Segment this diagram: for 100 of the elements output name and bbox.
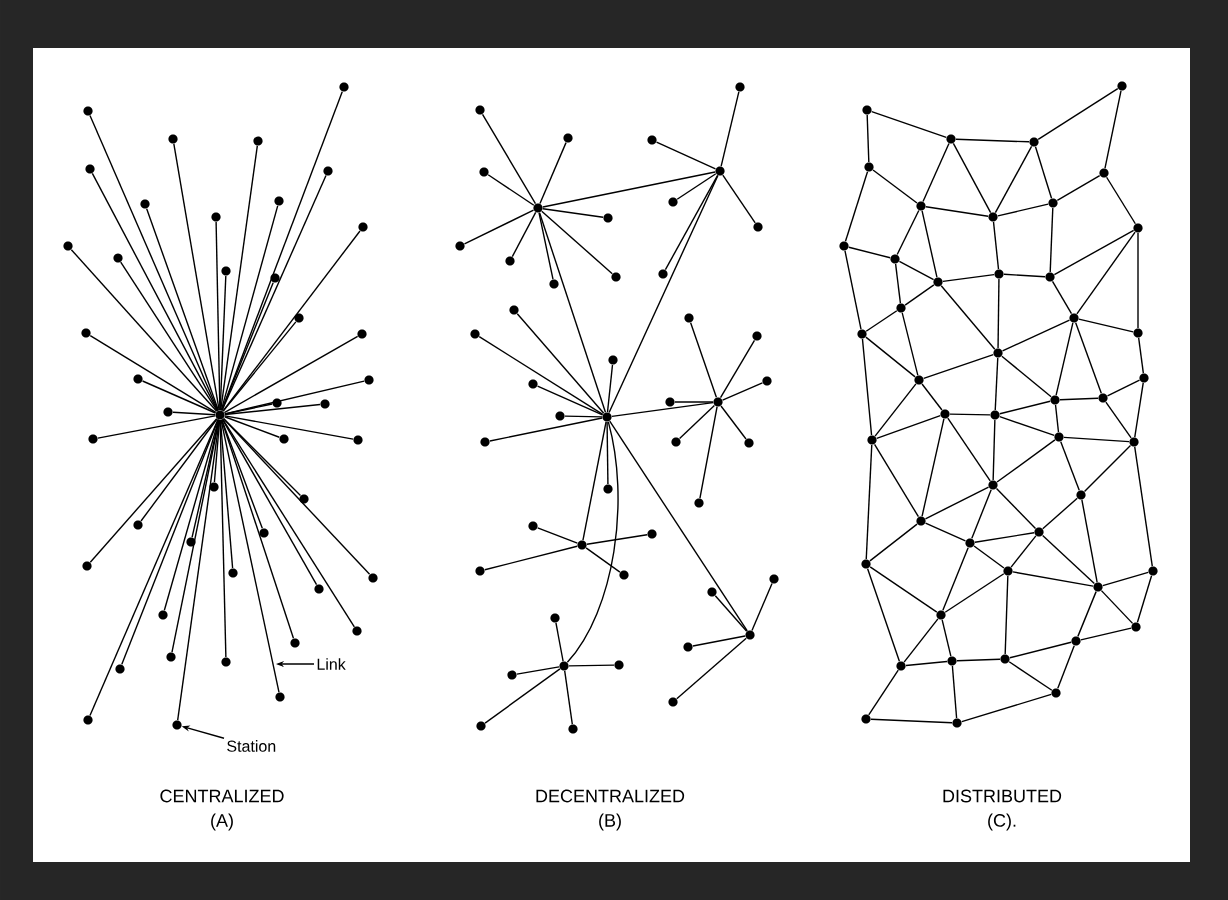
link-line [1137, 337, 1145, 374]
link-line [674, 401, 714, 403]
link-line [1010, 535, 1037, 568]
link-line [484, 668, 561, 724]
link-line [868, 669, 899, 716]
link-line [1004, 575, 1009, 655]
link-line [1042, 497, 1078, 530]
link-line [1053, 229, 1135, 276]
link-line [220, 205, 279, 411]
link-line [940, 285, 996, 350]
link-line [1081, 499, 1098, 583]
link-line [941, 619, 952, 657]
link-line [1102, 571, 1149, 587]
link-line [869, 566, 938, 613]
link-line [714, 595, 748, 632]
link-line [606, 364, 614, 413]
link-line [951, 665, 958, 719]
link-line [1078, 318, 1134, 333]
link-line [146, 208, 220, 411]
link-line [992, 221, 1000, 270]
link-line [120, 261, 218, 412]
link-line [97, 415, 216, 439]
link-line [224, 416, 281, 438]
link-line [925, 206, 989, 217]
link-line [215, 221, 221, 411]
link-line [487, 174, 535, 206]
link-line [995, 487, 1037, 530]
link-line [220, 419, 295, 639]
link-line [866, 568, 901, 662]
link-line [1001, 319, 1071, 352]
link-line [484, 545, 578, 571]
link-line [542, 208, 604, 218]
link-line [722, 174, 756, 224]
link-line [70, 249, 218, 412]
link-line [974, 532, 1035, 543]
link-line [1054, 404, 1060, 433]
link-line [655, 141, 717, 170]
link-line [585, 547, 621, 573]
link-line [536, 385, 604, 416]
link-line [678, 404, 716, 440]
link-line [536, 527, 579, 544]
link-line [89, 334, 217, 414]
link-line [921, 383, 943, 411]
link-line [1104, 90, 1122, 169]
link-line [224, 403, 273, 415]
link-line [865, 310, 898, 332]
link-line [1134, 382, 1144, 438]
link-line [922, 142, 950, 203]
link-line [865, 444, 873, 560]
link-line [542, 171, 716, 208]
link-line [1083, 444, 1132, 493]
link-line [538, 212, 607, 413]
link-line [949, 413, 991, 416]
link-line [1106, 379, 1141, 397]
link-line [973, 545, 1005, 569]
link-line [901, 312, 919, 376]
link-line [1060, 440, 1080, 491]
link-line [699, 406, 718, 499]
link-line [1076, 231, 1136, 315]
link-line [844, 171, 869, 242]
link-line [140, 418, 218, 522]
link-line [1134, 446, 1153, 567]
link-line [898, 260, 935, 281]
panel-letter: (C). [988, 813, 1016, 831]
link-line [944, 573, 1005, 613]
link-line [1041, 534, 1096, 585]
link-line [896, 209, 920, 256]
link-line [1059, 397, 1099, 401]
link-line [992, 419, 996, 481]
link-line [1057, 644, 1075, 690]
link-line [1049, 207, 1054, 273]
link-line [538, 212, 554, 280]
link-line [894, 263, 902, 304]
link-line [89, 418, 219, 717]
link-line [924, 522, 967, 542]
link-line [172, 411, 216, 416]
link-line [1136, 575, 1153, 623]
link-line [955, 138, 1030, 143]
link-line [923, 353, 994, 380]
link-line [222, 321, 297, 412]
link-line [999, 415, 1055, 437]
link-line [1008, 661, 1053, 691]
link-line [664, 174, 719, 271]
link-line [676, 637, 747, 700]
link-line [905, 660, 948, 667]
link-line [720, 91, 740, 167]
link-line [1051, 280, 1073, 315]
link-line [999, 400, 1051, 415]
link-line [220, 419, 280, 693]
link-line [871, 110, 947, 139]
link-line [1037, 88, 1119, 140]
panel-caption: DISTRIBUTED [943, 789, 1062, 803]
link-line [223, 335, 359, 414]
link-line [844, 250, 862, 330]
link-line [121, 418, 219, 666]
link-line [516, 313, 605, 414]
link-line [489, 417, 603, 442]
link-line [222, 418, 356, 628]
link-line [971, 488, 992, 540]
link-line [1105, 401, 1132, 439]
